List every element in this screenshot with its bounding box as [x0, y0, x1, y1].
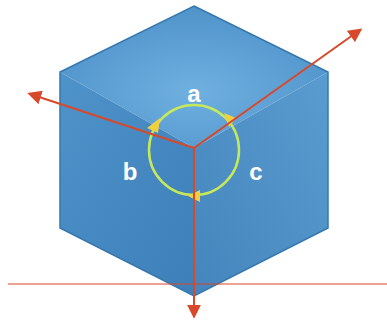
face-label: a	[187, 82, 200, 106]
face-label: b	[123, 160, 138, 184]
ground-line	[8, 283, 387, 284]
face-label: c	[249, 160, 262, 184]
axis-arrow	[193, 148, 195, 316]
axis-arrow	[30, 94, 194, 148]
circle-arrowhead	[147, 118, 160, 133]
axis-arrow	[194, 30, 360, 148]
